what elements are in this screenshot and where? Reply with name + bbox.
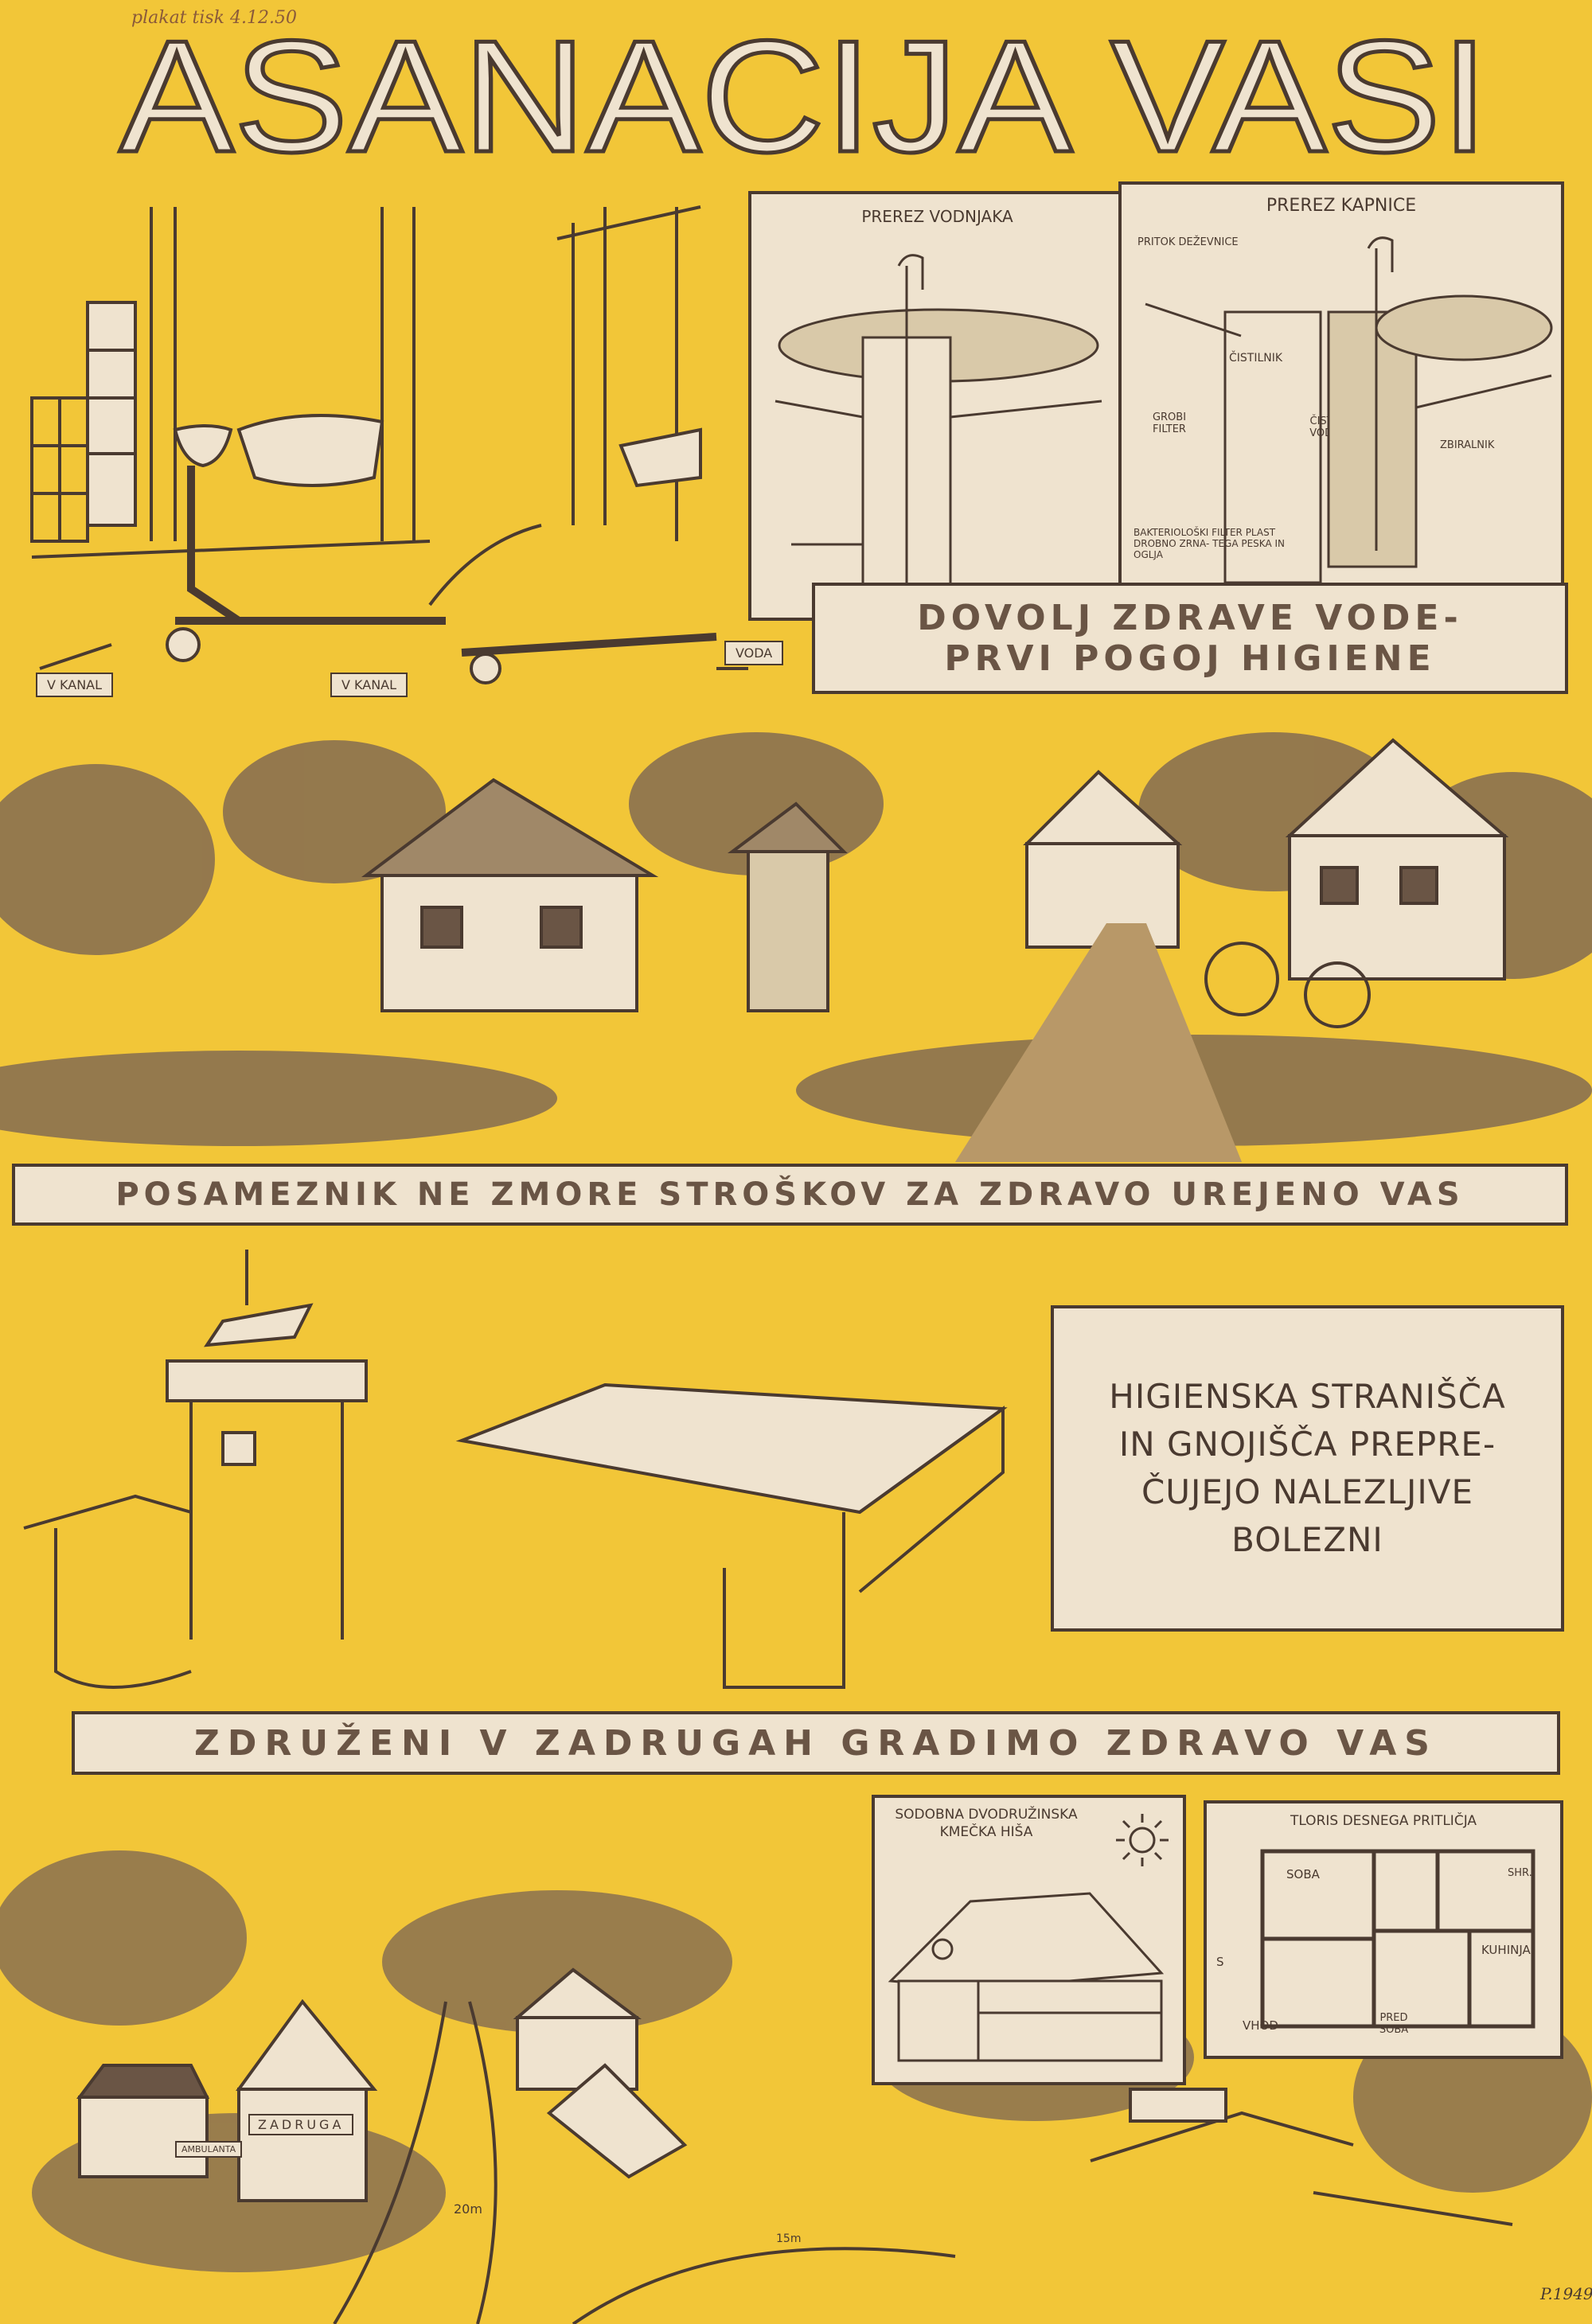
well-drawing <box>775 254 1102 608</box>
hygiene-line-1: HIGIENSKA STRANIŠČA <box>1109 1377 1506 1416</box>
dimension-15m: 15m <box>776 2232 802 2245</box>
hygiene-line-3: ČUJEJO NALEZLJIVE <box>1141 1472 1474 1511</box>
hygiene-message-box: HIGIENSKA STRANIŠČA IN GNOJIŠČA PREPRE- … <box>1051 1305 1564 1632</box>
cistern-section-panel: PREREZ KAPNICE PRITOK DEŽEVNICE ČISTILNI… <box>1118 181 1564 595</box>
latrine-manure-illustration <box>23 1250 1008 1689</box>
title-svg: ASANACIJA VASI <box>118 6 1491 188</box>
cistern-section-title: PREREZ KAPNICE <box>1266 196 1417 216</box>
cleaner-label: ČISTILNIK <box>1229 352 1283 365</box>
dimension-20m: 20m <box>454 2201 482 2217</box>
modern-house-panel: SODOBNA DVODRUŽINSKA KMEČKA HIŠA <box>872 1795 1186 2085</box>
bacterial-filter-label: BAKTERIOLOŠKI FILTER PLAST DROBNO ZRNA- … <box>1134 527 1285 560</box>
modern-house-drawing <box>888 1892 1165 2062</box>
floor-plan-title: TLORIS DESNEGA PRITLIČJA <box>1290 1813 1477 1829</box>
cooperative-caption: ZDRUŽENI V ZADRUGAH GRADIMO ZDRAVO VAS <box>72 1711 1560 1775</box>
title-text: ASANACIJA VASI <box>119 24 1489 175</box>
coarse-filter-label: GROBI FILTER <box>1152 411 1187 435</box>
sun-icon <box>1116 1814 1169 1866</box>
floor-plan-panel: TLORIS DESNEGA PRITLIČJA SOBA SHR. KUHIN… <box>1204 1800 1563 2059</box>
ambulance-sign: AMBULANTA <box>175 2141 243 2158</box>
inflow-label: PRITOK DEŽEVNICE <box>1137 236 1239 248</box>
well-section-panel: PREREZ VODNJAKA <box>748 191 1126 621</box>
water-caption: DOVOLJ ZDRAVE VODE- PRVI POGOJ HIGIENE <box>812 583 1568 694</box>
north-arrow-label: S <box>1216 1955 1224 1969</box>
well-section-title: PREREZ VODNJAKA <box>861 207 1013 226</box>
plumbing-illustration <box>30 205 748 684</box>
floor-plan-drawing <box>1260 1849 1535 2029</box>
poster-title: ASANACIJA VASI <box>111 6 1496 188</box>
modern-house-title: SODOBNA DVODRUŽINSKA KMEČKA HIŠA <box>895 1807 1078 1840</box>
cooperative-sign: ZADRUGA <box>248 2114 354 2135</box>
room-entrance: VHOD <box>1243 2018 1278 2033</box>
water-caption-line1: DOVOLJ ZDRAVE VODE- <box>917 598 1463 638</box>
artist-signature: P.1949 <box>1540 2284 1592 2303</box>
cistern-drawing <box>1145 236 1553 584</box>
water-caption-line2: PRVI POGOJ HIGIENE <box>944 638 1436 679</box>
room-storage: SHR. <box>1508 1867 1532 1879</box>
handwritten-note: plakat tisk 4.12.50 <box>131 8 297 28</box>
old-village-illustration <box>0 716 1592 1162</box>
to-sewer-label-right: V KANAL <box>330 673 408 697</box>
room-soba: SOBA <box>1286 1867 1320 1881</box>
room-hallway: PRED SOBA <box>1379 2012 1409 2036</box>
hygiene-line-2: IN GNOJIŠČA PREPRE- <box>1118 1425 1496 1464</box>
water-label: VODA <box>724 641 784 665</box>
collector-label: ZBIRALNIK <box>1440 439 1495 451</box>
village-caption: POSAMEZNIK NE ZMORE STROŠKOV ZA ZDRAVO U… <box>12 1164 1568 1226</box>
room-kitchen: KUHINJA <box>1481 1943 1531 1957</box>
hygiene-line-4: BOLEZNI <box>1231 1520 1383 1559</box>
to-sewer-label-left: V KANAL <box>36 673 114 697</box>
